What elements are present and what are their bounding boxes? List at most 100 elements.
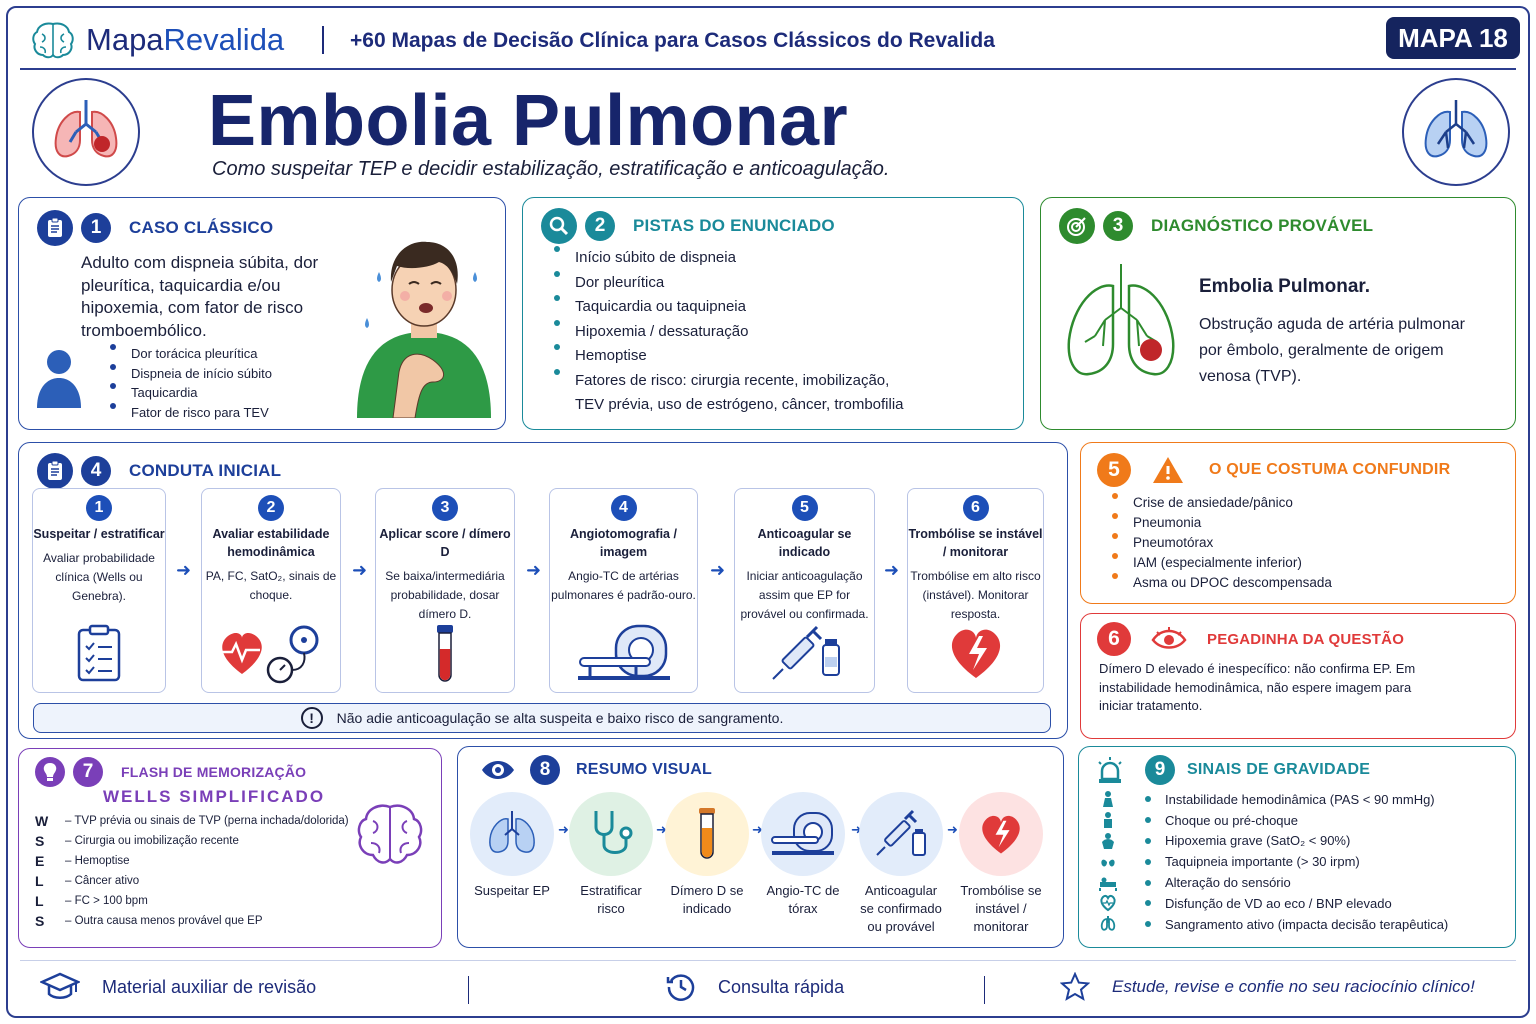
info-exclamation-icon: ! [300, 707, 323, 729]
case-description: Adulto com dispneia súbita, dor pleuríti… [81, 253, 319, 340]
bullet-dot [1145, 858, 1151, 865]
step-number: 6 [962, 495, 989, 521]
arrow-right-icon: ➜ [851, 822, 862, 837]
mnemonic-text: – FC > 100 bpm [65, 895, 148, 907]
arrow-right-icon: ➜ [656, 822, 667, 837]
bullet-dot [1145, 796, 1151, 803]
arrow-right-icon: ➜ [558, 822, 569, 837]
mnemonic-text: – TVP prévia ou sinais de TVP (perna inc… [65, 815, 349, 827]
footer-quick-reference: Consulta rápida [666, 972, 844, 1002]
warning-note-text: Não adie anticoagulação se alta suspeita… [336, 710, 784, 726]
list-item: Fator de risco para TEV [107, 402, 272, 423]
list-item: Taquicardia [107, 383, 272, 403]
page-subtitle: Como suspeitar TEP e decidir estabilizaç… [212, 158, 890, 180]
card-title: CASO CLÁSSICO [129, 218, 274, 237]
broken-heart-icon [959, 792, 1043, 876]
list-item: Hemoptise [551, 344, 911, 369]
bullet-dot [1145, 879, 1151, 886]
summary-label: Dímero D se indicado [670, 883, 744, 916]
severity-list: Instabilidade hemodinâmica (PAS < 90 mmH… [1097, 789, 1448, 935]
severity-text: Sangramento ativo (impacta decisão terap… [1165, 916, 1449, 932]
blue-lungs-icon [1402, 78, 1510, 186]
step-title: Anticoagular se indicado [757, 527, 852, 559]
page-title: Embolia Pulmonar [208, 81, 849, 161]
step-number: 1 [86, 495, 112, 521]
mnemonic-list: W– TVP prévia ou sinais de TVP (perna in… [35, 811, 349, 931]
patient-chest-pain-illustration [357, 241, 491, 418]
severity-text: Choque ou pré-choque [1165, 812, 1298, 828]
mnemonic-letter: S [35, 833, 45, 849]
summary-step: Dímero D se indicado [664, 792, 750, 918]
card-title: SINAIS DE GRAVIDADE [1187, 761, 1371, 778]
step-number: 2 [258, 495, 284, 521]
card-title: RESUMO VISUAL [576, 761, 712, 778]
top-bar: MapaRevalida +60 Mapas de Decisão Clínic… [20, 12, 1520, 68]
management-warning-note: ! Não adie anticoagulação se alta suspei… [33, 703, 1051, 733]
card-number: 1 [81, 213, 111, 243]
summary-label: Anticoagular se confirmado ou provável [860, 883, 942, 934]
card-number: 4 [81, 456, 111, 486]
step-title: Aplicar score / dímero D [379, 527, 511, 559]
diagnosis-description: Obstrução aguda de artéria pulmonar por … [1199, 316, 1465, 385]
step-description: PA, FC, SatO₂, sinais de choque. [205, 569, 337, 602]
mnemonic-text: – Outra causa menos provável que EP [65, 915, 263, 927]
person-silhouette-icon [37, 350, 81, 408]
severity-text: Taquipneia importante (> 30 irpm) [1165, 854, 1360, 870]
magnifier-icon [541, 208, 577, 244]
list-item: Crise de ansiedade/pânico [1109, 493, 1332, 513]
lungs-outline-icon [1067, 264, 1175, 376]
step-card: 3 Aplicar score / dímero D Se baixa/inte… [375, 488, 515, 693]
step-card: 4 Angiotomografia / imagem Angio-TC de a… [549, 488, 698, 693]
arrow-right-icon: ➜ [947, 822, 958, 837]
card-number: 9 [1145, 755, 1175, 785]
mnemonic-letter: L [35, 873, 44, 889]
step-title: Avaliar estabilidade hemodinâmica [212, 527, 330, 559]
stethoscope-icon [569, 792, 653, 876]
arrow-right-icon: ➜ [884, 560, 900, 580]
mnemonic-letter: E [35, 853, 45, 869]
severity-item: Alteração do sensório [1097, 872, 1448, 893]
card-title: FLASH DE MEMORIZAÇÃO [121, 764, 307, 780]
list-item: Dor pleurítica [551, 270, 911, 296]
step-card: 1 Suspeitar / estratificar Avaliar proba… [32, 488, 166, 693]
footer-right-text: Estude, revise e confie no seu raciocíni… [1112, 977, 1475, 996]
mnemonic-text: – Câncer ativo [65, 875, 140, 887]
footer-separator [984, 976, 985, 1004]
footer-mid-text: Consulta rápida [718, 976, 845, 997]
card-number: 3 [1103, 211, 1133, 241]
heart-pressure-icon [202, 622, 340, 684]
severity-text: Hipoxemia grave (SatO₂ < 90%) [1165, 833, 1351, 849]
card-confusions: 5 O QUE COSTUMA CONFUNDIR Crise de ansie… [1080, 442, 1516, 604]
list-item: Pneumotórax [1109, 533, 1332, 553]
brand-logo[interactable]: MapaRevalida [30, 20, 284, 60]
step-number: 3 [432, 495, 458, 521]
test-tube-icon [665, 792, 749, 876]
mnemonic-row: E– Hemoptise [35, 851, 349, 871]
severity-item: Hipoxemia grave (SatO₂ < 90%) [1097, 831, 1448, 852]
graduation-cap-icon [40, 972, 80, 999]
blood-tube-icon [376, 622, 514, 684]
list-item: IAM (especialmente inferior) [1109, 553, 1332, 573]
header-divider [20, 68, 1516, 70]
step-title: Angiotomografia / imagem [570, 527, 677, 559]
brain-logo-icon [32, 22, 74, 59]
lightbulb-icon [35, 757, 65, 787]
step-description: Se baixa/intermediária probabilidade, do… [385, 569, 505, 621]
list-item: Pneumonia [1109, 513, 1332, 533]
card-classic-case: 1 CASO CLÁSSICO Adulto com dispneia súbi… [18, 197, 506, 430]
summary-label: Suspeitar EP [474, 883, 550, 898]
card-trick-question: 6 PEGADINHA DA QUESTÃO Dímero D elevado … [1080, 613, 1516, 739]
step-number: 5 [791, 495, 818, 521]
severity-item: Sangramento ativo (impacta decisão terap… [1097, 914, 1448, 935]
severity-item: Taquipneia importante (> 30 irpm) [1097, 851, 1448, 872]
step-card: 6 Trombólise se instável / monitorar Tro… [907, 488, 1044, 693]
mnemonic-row: L– FC > 100 bpm [35, 891, 349, 911]
bed-patient-icon [1097, 874, 1119, 892]
bleeding-lungs-icon [1097, 915, 1119, 933]
mnemonic-text: – Cirurgia ou imobilização recente [65, 835, 239, 847]
summary-step: Angio-TC de tórax [760, 792, 846, 918]
severity-text: Alteração do sensório [1165, 875, 1291, 891]
